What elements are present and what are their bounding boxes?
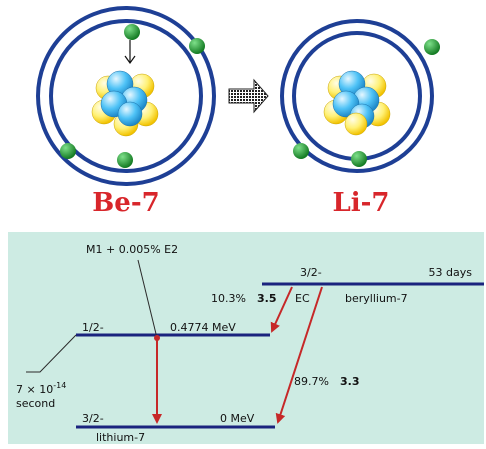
ec-branch-arrow-ground — [275, 286, 323, 424]
excited-energy: 0.4774 MeV — [170, 321, 236, 334]
branch2-logft: 3.3 — [340, 375, 360, 388]
be7-outer-orbit — [36, 6, 216, 186]
be7-electron-bottom — [117, 152, 133, 168]
li7-atom — [280, 19, 440, 173]
li7-outer-orbit — [280, 19, 434, 173]
be7-electron-right — [189, 38, 205, 54]
li7-label: Li-7 — [332, 188, 389, 218]
branch1-percent: 10.3% — [211, 292, 246, 305]
li7-nucleus — [323, 70, 391, 136]
lifetime-mantissa: 7 × 10 — [16, 383, 53, 396]
gamma-label-leader — [137, 259, 158, 339]
lifetime-unit: second — [16, 397, 55, 410]
li7-name: lithium-7 — [96, 431, 145, 444]
capture-mode: EC — [295, 292, 310, 305]
be7-electron-top — [124, 24, 140, 40]
be7-nucleus — [91, 70, 159, 137]
ground-energy: 0 MeV — [220, 412, 255, 425]
li7-electron-right — [424, 39, 440, 55]
ec-branch-arrow-excited — [270, 286, 293, 333]
be7-electron-left — [60, 143, 76, 159]
li7-electron-bottom — [351, 151, 367, 167]
be7-halflife: 53 days — [429, 266, 473, 279]
branch1-logft: 3.5 — [257, 292, 277, 305]
lifetime-leader — [26, 334, 77, 373]
be7-spin: 3/2- — [300, 266, 322, 279]
li7-electron-bottom-left — [293, 143, 309, 159]
decay-scheme-panel — [8, 232, 484, 444]
ground-spin: 3/2- — [82, 412, 104, 425]
electron-capture-arrow — [124, 40, 136, 65]
branch2-percent: 89.7% — [294, 375, 329, 388]
lifetime-exponent: -14 — [53, 381, 66, 390]
gamma-multipolarity: M1 + 0.005% E2 — [86, 243, 178, 256]
lifetime-value: 7 × 10-14 — [16, 381, 66, 396]
be7-name: beryllium-7 — [345, 292, 408, 305]
excited-spin: 1/2- — [82, 321, 104, 334]
be7-inner-orbit — [49, 19, 203, 173]
be7-atom — [36, 6, 216, 186]
be7-label: Be-7 — [92, 188, 159, 218]
transition-arrow — [228, 78, 269, 114]
